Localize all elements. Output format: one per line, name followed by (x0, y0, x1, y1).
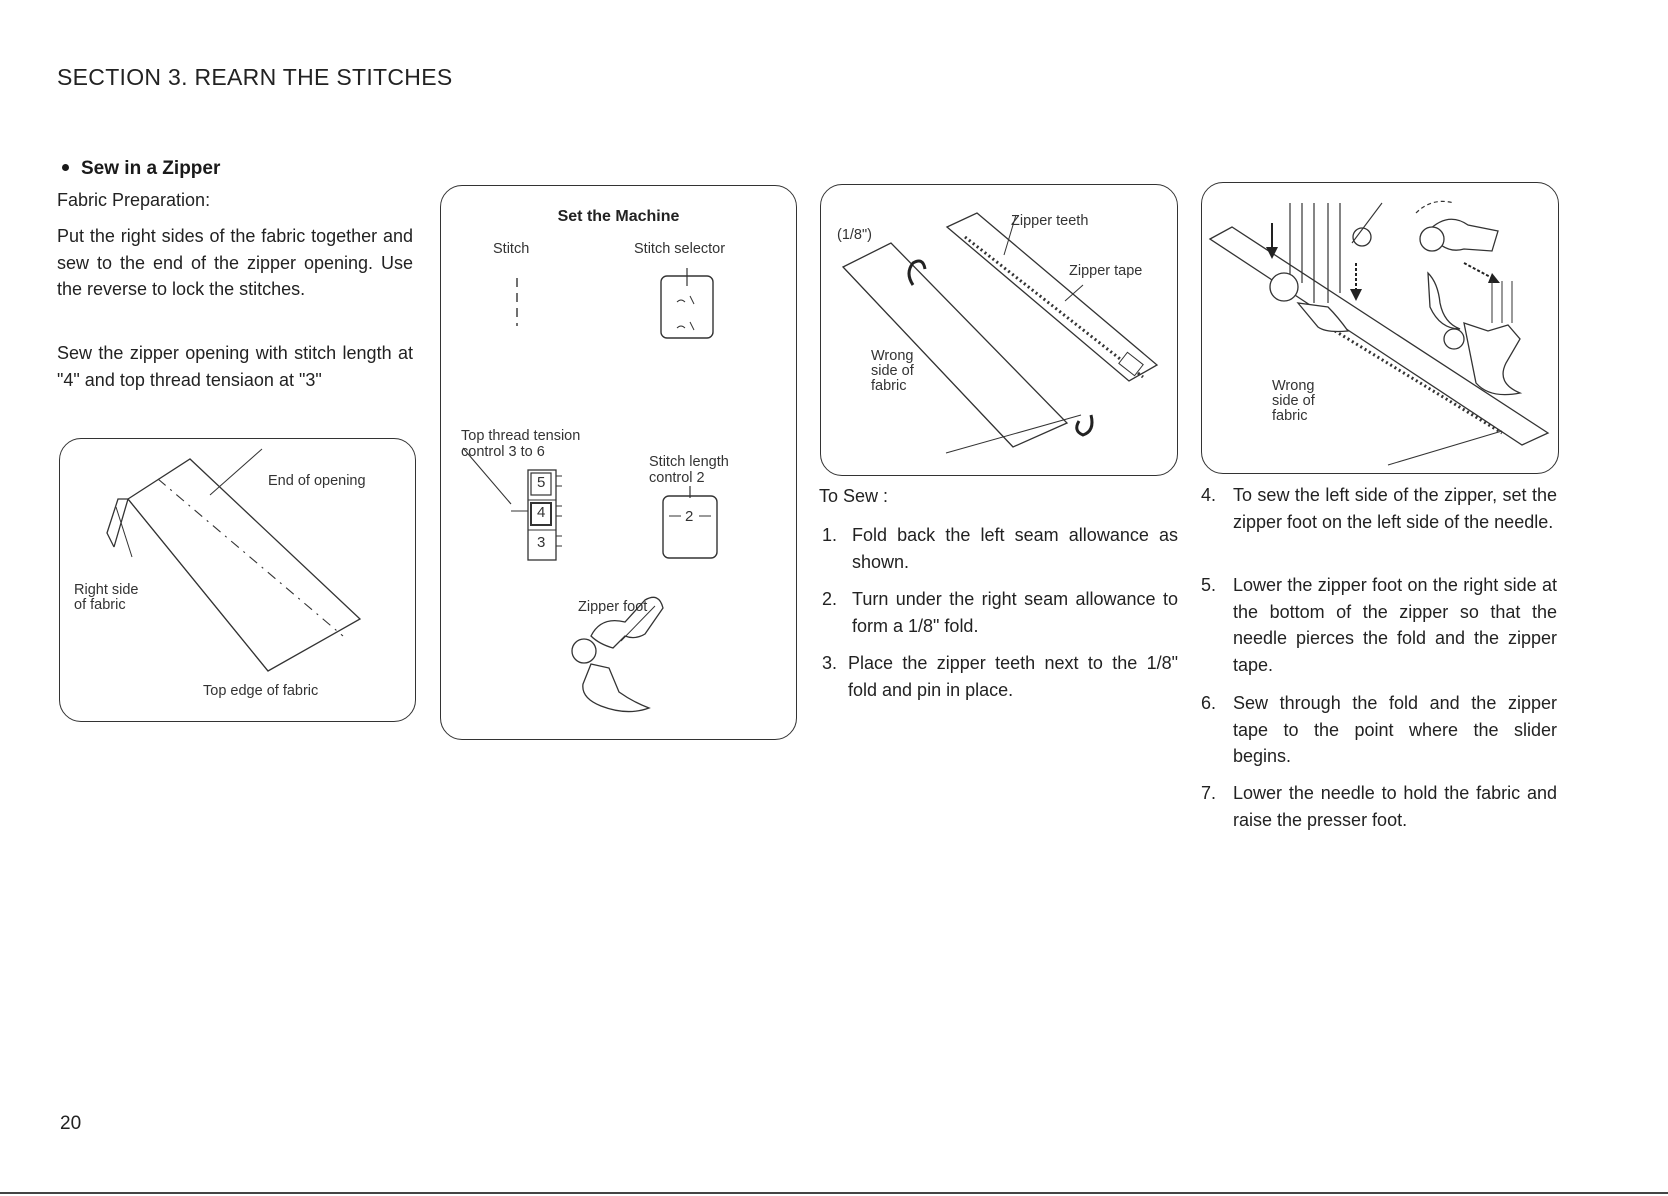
intro-paragraph-2: Sew the zipper opening with stitch lengt… (57, 343, 413, 390)
step-1-number: 1. (822, 525, 838, 545)
bullet-icon (62, 163, 69, 171)
zipper-heading-text: Sew in a Zipper (81, 158, 221, 179)
to-sew-label: To Sew : (819, 486, 889, 506)
step-7: 7. Lower the needle to hold the fabric a… (1201, 780, 1557, 836)
set-machine-panel: Set the Machine Stitch Stitch selector (440, 185, 797, 740)
zipper-left-figure-panel: Wrong side of fabric (1201, 182, 1559, 474)
zipper-left-illustration (1208, 200, 1550, 466)
fabric-illustration (106, 448, 362, 672)
bottom-rule (0, 1192, 1668, 1194)
step-4: 4. To sew the left side of the zipper, s… (1201, 482, 1557, 564)
label-top-thread-tension: Top thread tension control 3 to 6 (461, 428, 581, 460)
set-machine-title: Set the Machine (557, 208, 680, 225)
label-right-side-fabric: Right side of fabric (74, 582, 139, 613)
tension-value-5: 5 (537, 474, 546, 491)
step-3-number: 3. (822, 653, 838, 673)
label-end-of-opening: End of opening (268, 473, 366, 489)
label-top-edge-fabric: Top edge of fabric (203, 683, 319, 699)
page-number: 20 (60, 1113, 82, 1134)
step-2-text: Turn under the right seam allowance to f… (852, 589, 1178, 636)
step-2-number: 2. (822, 589, 838, 609)
label-wrong-side-fabric-right: Wrong side of fabric (871, 348, 914, 394)
step-4-text: To sew the left side of the zipper, set … (1233, 485, 1557, 532)
stitch-length-value: 2 (685, 508, 694, 525)
step-5-number: 5. (1201, 575, 1217, 595)
machine-controls-illustration (462, 268, 718, 713)
step-7-number: 7. (1201, 783, 1217, 803)
label-eighth-inch: (1/8") (837, 227, 872, 243)
step-5: 5. Lower the zipper foot on the right si… (1201, 572, 1557, 680)
zipper-heading: Sew in a Zipper (57, 158, 220, 180)
step-5-text: Lower the zipper foot on the right side … (1233, 575, 1557, 675)
step-1-text: Fold back the left seam allowance as sho… (852, 525, 1178, 572)
zipper-right-figure-panel: (1/8") Zipper teeth Zipper tape Wrong si… (820, 184, 1178, 476)
step-6-number: 6. (1201, 693, 1217, 713)
step-3-text: Place the zipper teeth next to the 1/8" … (848, 653, 1178, 700)
label-stitch-length-control: Stitch length control 2 (649, 454, 729, 486)
label-stitch-selector: Stitch selector (634, 241, 726, 257)
step-3: 3. Place the zipper teeth next to the 1/… (822, 650, 1178, 706)
label-zipper-foot: Zipper foot (578, 599, 648, 615)
step-6: 6. Sew through the fold and the zipper t… (1201, 690, 1557, 772)
fabric-preparation-subheading: Fabric Preparation: (57, 190, 211, 210)
label-zipper-teeth: Zipper teeth (1011, 213, 1089, 229)
tension-value-4: 4 (537, 504, 546, 521)
step-6-text: Sew through the fold and the zipper tape… (1233, 693, 1557, 766)
zipper-right-illustration (841, 212, 1159, 454)
label-stitch: Stitch (493, 241, 530, 257)
intro-paragraph-1: Put the right sides of the fabric togeth… (57, 226, 413, 299)
section-header: SECTION 3. REARN THE STITCHES (57, 64, 453, 90)
label-wrong-side-fabric-left: Wrong side of fabric (1272, 378, 1315, 424)
step-1: 1. Fold back the left seam allowance as … (822, 522, 1178, 578)
fabric-figure-panel: End of opening Right side of fabric Top … (59, 438, 416, 722)
step-4-number: 4. (1201, 485, 1217, 505)
step-7-text: Lower the needle to hold the fabric and … (1233, 783, 1557, 830)
tension-value-3: 3 (537, 534, 546, 551)
label-zipper-tape: Zipper tape (1069, 263, 1143, 279)
step-2: 2. Turn under the right seam allowance t… (822, 586, 1178, 642)
